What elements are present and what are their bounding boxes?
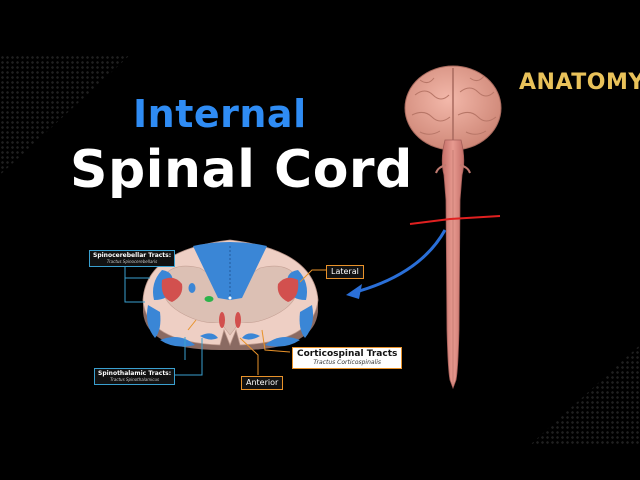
corticospinal-title: Corticospinal Tracts	[297, 349, 398, 359]
brain-illustration	[404, 65, 502, 151]
pointer-arrow	[346, 229, 447, 299]
spinal-cord-illustration	[435, 139, 471, 390]
anatomy-label: ANATOMY	[519, 70, 640, 95]
spinocerebellar-label: Spinocerebellar Tracts: Tractus Spinocer…	[89, 250, 176, 267]
cross-section-cut-line	[409, 215, 501, 225]
spinothalamic-title: Spinothalamic Tracts:	[98, 370, 172, 377]
spinal-cord-cross-section	[142, 239, 319, 350]
anterior-tag: Anterior	[241, 376, 284, 390]
spinothalamic-subtitle: Tractus Spinothalamicus	[110, 377, 160, 382]
lateral-tag: Lateral	[326, 265, 364, 279]
corticospinal-subtitle: Tractus Corticospinalis	[313, 359, 382, 366]
spinocerebellar-title: Spinocerebellar Tracts:	[93, 252, 172, 259]
title-spinal-cord: Spinal Cord	[70, 140, 413, 200]
spinocerebellar-subtitle: Tractus Spinocerebellaris	[106, 259, 158, 264]
spinothalamic-label: Spinothalamic Tracts: Tractus Spinothala…	[94, 368, 176, 385]
title-internal: Internal	[133, 92, 307, 136]
label-connectors	[124, 262, 326, 376]
corticospinal-label: Corticospinal Tracts Tractus Corticospin…	[292, 347, 403, 369]
